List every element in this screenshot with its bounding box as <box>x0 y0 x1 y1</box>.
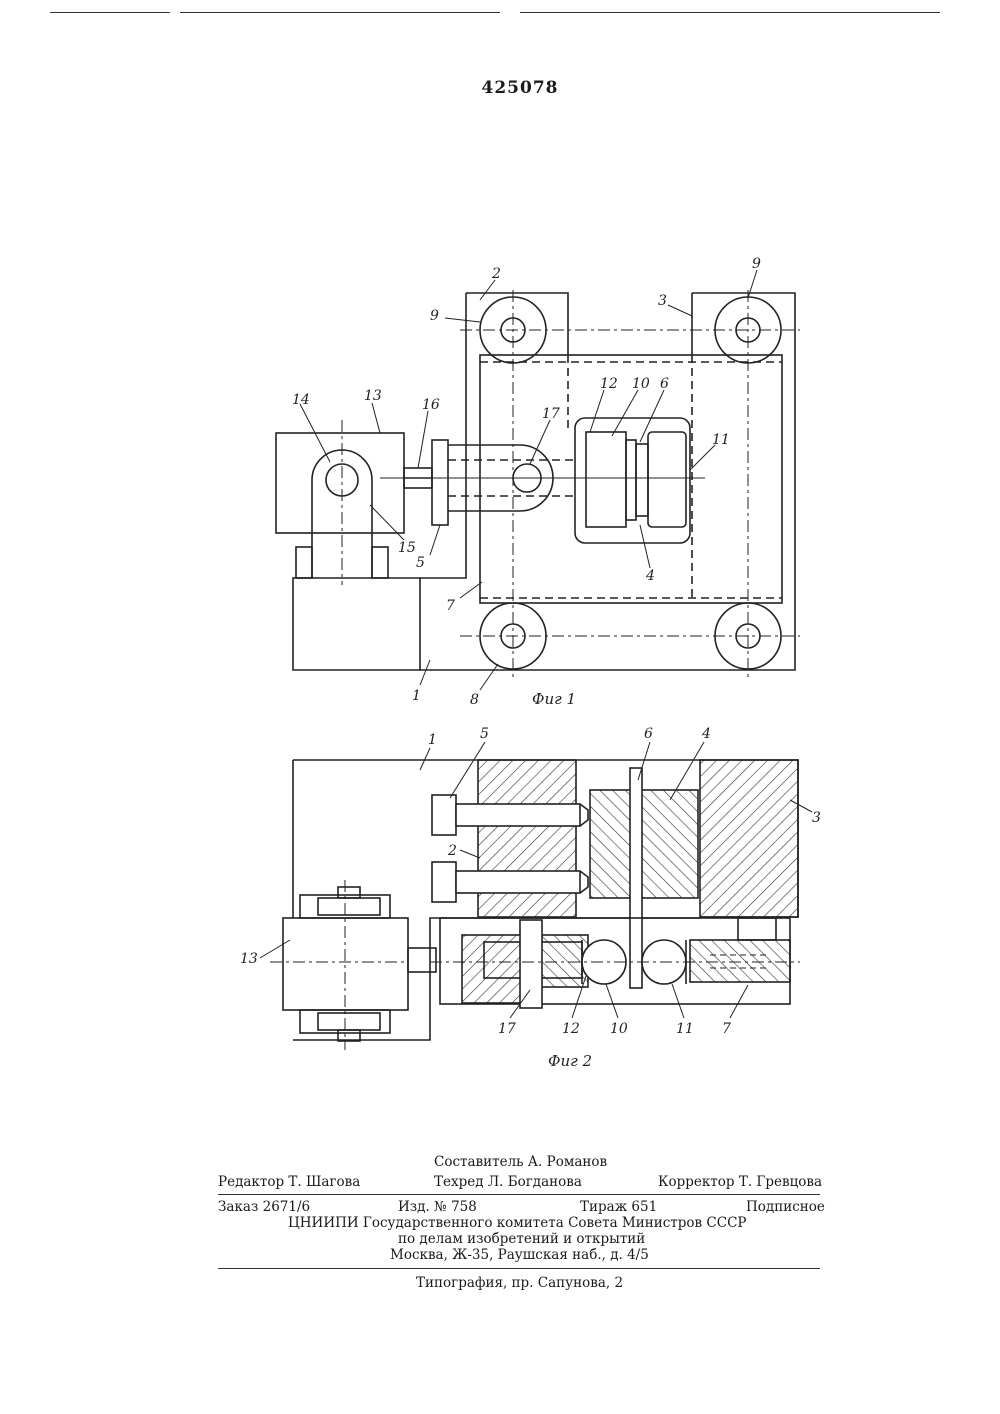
fig1-label-8: 8 <box>470 692 479 708</box>
imprint-publisher-1: ЦНИИПИ Государственного комитета Совета … <box>288 1215 747 1231</box>
imprint-proofreader: Корректор Т. Гревцова <box>658 1174 822 1190</box>
imprint-publisher-2: по делам изобретений и открытий <box>398 1231 645 1247</box>
fig2-label-3: 3 <box>812 810 821 826</box>
fig1-label-13: 13 <box>364 388 382 404</box>
imprint-rule-1 <box>218 1194 820 1195</box>
imprint-subscription: Подписное <box>746 1199 825 1215</box>
imprint-tech-editor: Техред Л. Богданова <box>434 1174 582 1190</box>
fig1-label-10: 10 <box>632 376 650 392</box>
fig2-label-6: 6 <box>644 726 653 742</box>
fig2-label-1: 1 <box>428 732 437 748</box>
fig1-label-14: 14 <box>292 392 310 408</box>
fig1-label-17: 17 <box>542 406 560 422</box>
imprint-rule-2 <box>218 1268 820 1269</box>
imprint-editor: Редактор Т. Шагова <box>218 1174 360 1190</box>
imprint-compiler: Составитель А. Романов <box>434 1154 607 1170</box>
figure-2 <box>260 742 812 1050</box>
fig1-label-7: 7 <box>446 598 455 614</box>
fig1-label-2: 2 <box>491 266 501 282</box>
fig2-label-2: 2 <box>447 843 457 859</box>
imprint-printing-house: Типография, пр. Сапунова, 2 <box>416 1275 623 1291</box>
fig1-label-3: 3 <box>658 293 667 309</box>
imprint-edition: Изд. № 758 <box>398 1199 477 1215</box>
imprint-order: Заказ 2671/6 <box>218 1199 310 1215</box>
fig1-label-1: 1 <box>412 688 421 704</box>
imprint-address: Москва, Ж-35, Раушская наб., д. 4/5 <box>390 1247 649 1263</box>
fig1-label-15: 15 <box>398 540 416 556</box>
fig1-label-16: 16 <box>422 397 440 413</box>
fig1-caption: Фиг 1 <box>532 690 576 708</box>
fig2-label-4: 4 <box>701 726 711 742</box>
fig2-label-12: 12 <box>562 1021 580 1037</box>
fig1-label-6: 6 <box>660 376 669 392</box>
fig2-caption: Фиг 2 <box>548 1052 592 1070</box>
fig2-label-5: 5 <box>480 726 489 742</box>
imprint-print-run: Тираж 651 <box>580 1199 657 1215</box>
fig2-label-11: 11 <box>676 1021 694 1037</box>
fig2-label-7: 7 <box>722 1021 731 1037</box>
fig2-label-13: 13 <box>240 951 258 967</box>
figure-1 <box>276 270 800 690</box>
fig2-label-17: 17 <box>498 1021 516 1037</box>
fig1-label-9b: 9 <box>752 256 761 272</box>
fig1-label-9a: 9 <box>430 308 439 324</box>
fig1-label-12: 12 <box>600 376 618 392</box>
fig2-label-10: 10 <box>610 1021 628 1037</box>
fig1-label-5: 5 <box>416 555 425 571</box>
fig1-label-4: 4 <box>645 568 655 584</box>
fig1-label-11: 11 <box>712 432 730 448</box>
